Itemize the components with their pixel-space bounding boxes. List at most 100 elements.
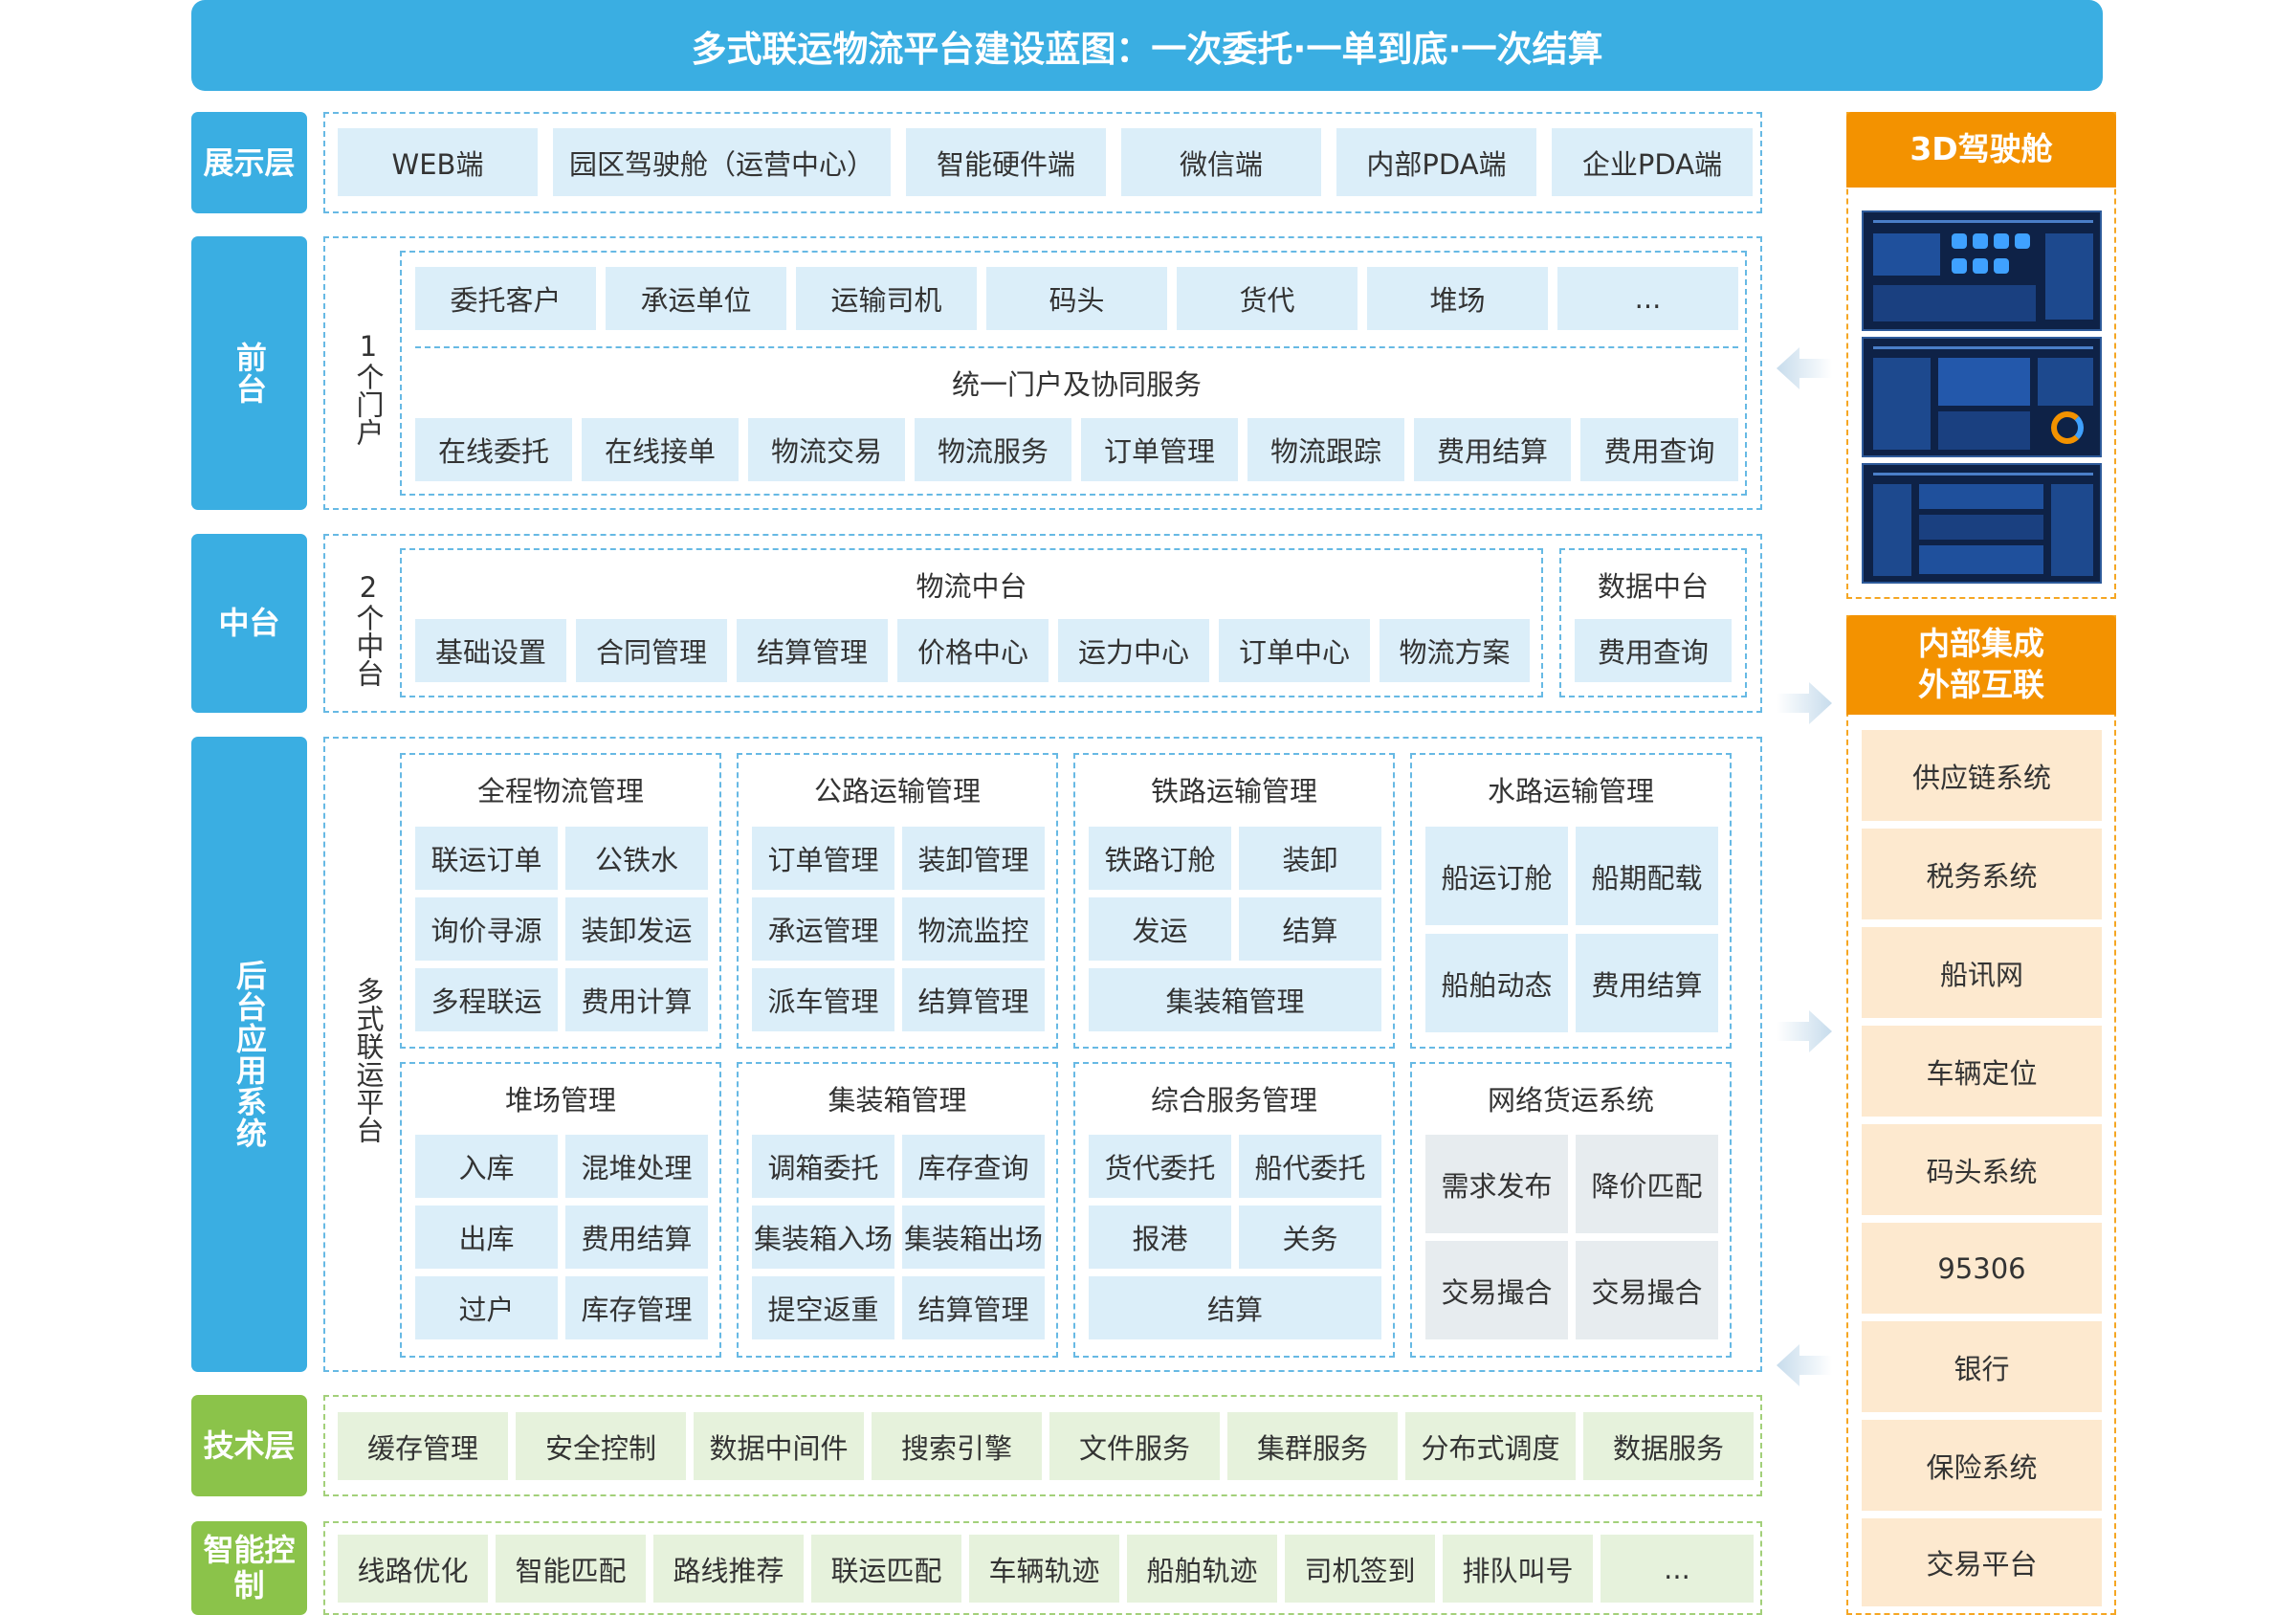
divider [415,346,1738,348]
arrow-right-icon [1777,682,1832,724]
display-item: 内部PDA端 [1336,128,1536,196]
display-item: 智能硬件端 [906,128,1106,196]
front-side-label: 1个门户 [352,329,385,446]
module-frame [737,1062,1058,1358]
module-frame [1410,753,1732,1049]
logistics-item: 基础设置 [415,619,566,682]
logistics-item: 订单中心 [1219,619,1370,682]
tech-item: 搜索引擎 [872,1412,1042,1480]
smart-item: 路线推荐 [653,1535,804,1603]
module-item: 交易撮合 [1425,1241,1568,1339]
arrow-right-icon [1777,1010,1832,1052]
dashboard-screenshot [1862,337,2102,457]
module-item: 船运订舱 [1425,827,1568,925]
portal-frame [400,251,1747,496]
module-frame [1410,1062,1732,1358]
module-item: 费用计算 [565,968,708,1031]
integration-item: 船讯网 [1862,927,2102,1018]
middle-side-label: 2个中台 [352,570,385,687]
module-title: 全程物流管理 [476,775,644,808]
module-item: 入库 [415,1135,558,1198]
logistics-item: 物流方案 [1380,619,1530,682]
tech-layer-frame [323,1395,1762,1496]
module-title: 铁路运输管理 [1150,775,1317,808]
service-item: 费用结算 [1414,418,1571,481]
arrow-left-icon [1777,1344,1832,1386]
module-item: 询价寻源 [415,897,558,961]
integration-title-line1: 内部集成 [1918,625,2044,663]
module-item: 报港 [1089,1206,1231,1269]
tech-item: 文件服务 [1049,1412,1220,1480]
data-platform-item: 费用查询 [1575,619,1732,682]
module-item: 结算管理 [902,968,1045,1031]
smart-item: 线路优化 [338,1535,488,1603]
module-frame [400,753,721,1049]
module-title: 堆场管理 [504,1084,616,1117]
integration-item: 税务系统 [1862,829,2102,919]
display-layer-frame [323,112,1762,213]
module-item: 费用结算 [565,1206,708,1269]
module-item: 铁路订舱 [1089,827,1231,890]
module-item: 降价匹配 [1576,1135,1718,1233]
smart-item: 车辆轨迹 [969,1535,1119,1603]
integration-item: 银行 [1862,1321,2102,1412]
module-item: 库存查询 [902,1135,1045,1198]
portal-user-more: ... [1557,267,1738,330]
module-item: 公铁水 [565,827,708,890]
module-frame [400,1062,721,1358]
service-item: 物流跟踪 [1247,418,1404,481]
module-item: 调箱委托 [752,1135,894,1198]
portal-user: 码头 [986,267,1167,330]
integration-item: 保险系统 [1862,1420,2102,1511]
integration-item: 交易平台 [1862,1518,2102,1606]
module-item: 多程联运 [415,968,558,1031]
module-title: 水路运输管理 [1487,775,1654,808]
display-item: 园区驾驶舱（运营中心） [553,128,891,196]
portal-user: 堆场 [1367,267,1548,330]
module-title: 网络货运系统 [1487,1084,1654,1117]
module-item: 订单管理 [752,827,894,890]
smart-item-more: ... [1601,1535,1754,1603]
backend-layer-frame [323,737,1762,1372]
dashboard-screenshot [1862,210,2102,331]
module-item: 装卸管理 [902,827,1045,890]
integration-title-line2: 外部互联 [1918,666,2044,703]
smart-item: 智能匹配 [496,1535,646,1603]
integration-item: 供应链系统 [1862,730,2102,821]
logistics-item: 结算管理 [737,619,888,682]
logistics-item: 价格中心 [897,619,1049,682]
module-frame [1073,753,1395,1049]
smart-item: 排队叫号 [1443,1535,1593,1603]
tech-item: 安全控制 [516,1412,686,1480]
dashboard-screenshot [1862,463,2102,584]
smart-item: 联运匹配 [811,1535,961,1603]
cockpit-title: 3D驾驶舱 [1846,112,2116,188]
module-item: 船代委托 [1239,1135,1381,1198]
display-item: 微信端 [1121,128,1321,196]
module-item: 船舶动态 [1425,934,1568,1032]
data-platform-frame [1559,548,1747,697]
service-item: 物流服务 [915,418,1071,481]
integration-title: 内部集成 外部互联 [1846,615,2116,715]
service-title: 统一门户及协同服务 [951,368,1202,401]
module-item: 装卸 [1239,827,1381,890]
logistics-platform-frame [400,548,1543,697]
page-title: 多式联运物流平台建设蓝图：一次委托·一单到底·一次结算 [191,0,2103,91]
service-item: 在线委托 [415,418,572,481]
module-frame [1073,1062,1395,1358]
module-item: 交易撮合 [1576,1241,1718,1339]
service-item: 费用查询 [1580,418,1738,481]
layer-label-smart: 智能控制 [191,1521,307,1615]
module-item: 船期配载 [1576,827,1718,925]
module-item: 结算 [1239,897,1381,961]
module-item: 承运管理 [752,897,894,961]
logistics-item: 运力中心 [1058,619,1209,682]
module-item: 集装箱管理 [1089,968,1381,1031]
module-title: 集装箱管理 [828,1084,967,1117]
module-item: 需求发布 [1425,1135,1568,1233]
smart-item: 司机签到 [1285,1535,1435,1603]
smart-layer-frame [323,1521,1762,1615]
module-item: 装卸发运 [565,897,708,961]
layer-label-tech: 技术层 [191,1395,307,1496]
data-platform-title: 数据中台 [1597,570,1709,603]
